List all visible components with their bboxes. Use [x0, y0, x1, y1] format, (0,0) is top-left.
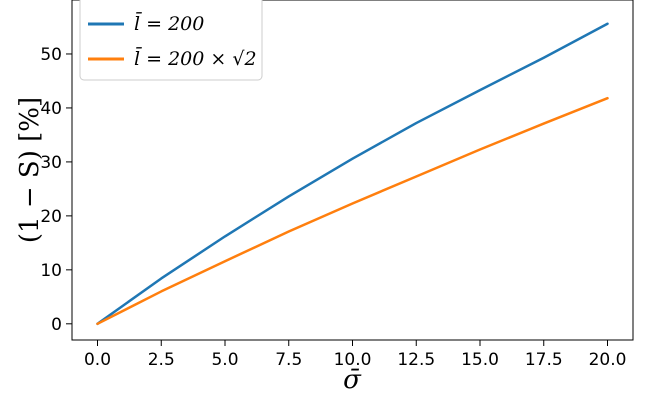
x-tick-label: 15.0	[461, 350, 499, 370]
y-tick-label: 0	[51, 315, 62, 335]
legend: l̄ = 200 l̄ = 200 × √2	[79, 0, 263, 81]
x-tick-label: 20.0	[589, 350, 627, 370]
x-tick-label: 17.5	[525, 350, 563, 370]
series-line-1	[96, 22, 609, 326]
y-tick-label: 20	[40, 207, 62, 227]
legend-box	[79, 0, 263, 81]
x-tick-label: 10.0	[334, 350, 372, 370]
x-tick-label: 12.5	[397, 350, 435, 370]
x-tick-label: 0.0	[84, 350, 111, 370]
y-axis-ticks: 0 10 20 30 40 50	[40, 45, 72, 335]
y-tick-label: 40	[40, 99, 62, 119]
series-line-2	[96, 96, 609, 326]
legend-label-2: l̄ = 200 × √2	[134, 46, 257, 70]
series-layer	[96, 22, 609, 326]
legend-label-1: l̄ = 200	[134, 11, 204, 35]
y-tick-label: 30	[40, 153, 62, 173]
y-tick-label: 50	[40, 45, 62, 65]
x-axis-label: σ̄	[343, 365, 362, 395]
x-tick-label: 5.0	[211, 350, 238, 370]
y-axis-label: (1 − S) [%]	[15, 97, 45, 243]
x-tick-label: 7.5	[275, 350, 302, 370]
y-tick-label: 10	[40, 261, 62, 281]
x-tick-label: 2.5	[148, 350, 175, 370]
x-axis-ticks: 0.0 2.5 5.0 7.5 10.0 12.5 15.0 17.5 20.0	[84, 340, 626, 370]
